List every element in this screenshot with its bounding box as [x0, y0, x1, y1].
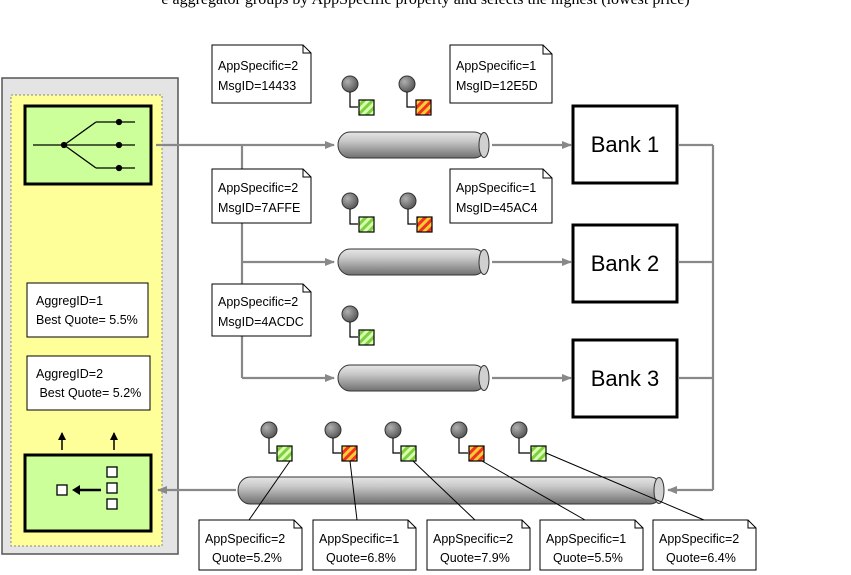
request-note-1-msgid: MsgID=14433	[218, 79, 296, 93]
request-note-2-msgid: MsgID=12E5D	[456, 79, 538, 93]
request-message-4	[399, 192, 433, 233]
request-note-2: AppSpecific=1 MsgID=12E5D	[449, 44, 553, 104]
reply-note-5-quote: Quote=6.4%	[666, 551, 736, 565]
reply-note-3-property: AppSpecific=2	[433, 532, 513, 546]
request-note-5-property: AppSpecific=2	[218, 295, 298, 309]
reply-note-1-property: AppSpecific=2	[205, 532, 285, 546]
reply-message-2	[324, 421, 358, 521]
aggregate-2-quote: Best Quote= 5.2%	[36, 386, 141, 400]
request-channel-1	[337, 131, 490, 159]
reply-note-4-quote: Quote=5.5%	[553, 551, 623, 565]
request-message-3	[341, 192, 375, 233]
bank-2: Bank 2	[571, 223, 679, 304]
reply-note-2-property: AppSpecific=1	[319, 532, 399, 546]
bank-2-label: Bank 2	[591, 251, 660, 276]
aggregate-1-id: AggregID=1	[36, 294, 103, 308]
reply-message-1	[248, 421, 293, 521]
request-note-3: AppSpecific=2 MsgID=7AFFE	[211, 168, 312, 224]
request-note-5-msgid: MsgID=4ACDC	[218, 315, 304, 329]
aggregate-1-quote: Best Quote= 5.5%	[36, 313, 138, 327]
request-channel-3	[337, 364, 490, 392]
reply-note-5-property: AppSpecific=2	[659, 532, 739, 546]
reply-note-1: AppSpecific=2 Quote=5.2%	[198, 519, 303, 571]
aggregate-result-1: AggregID=1 Best Quote= 5.5%	[26, 282, 149, 338]
reply-message-3	[384, 421, 476, 521]
request-note-3-msgid: MsgID=7AFFE	[218, 201, 300, 215]
recipient-list-component	[23, 104, 153, 186]
request-note-1: AppSpecific=2 MsgID=14433	[211, 44, 312, 104]
reply-note-4: AppSpecific=1 Quote=5.5%	[539, 519, 644, 571]
request-note-4-property: AppSpecific=1	[456, 181, 536, 195]
aggregate-icon	[56, 466, 118, 510]
bank-1-label: Bank 1	[591, 132, 660, 157]
aggregator-component	[23, 453, 153, 533]
request-message-1	[341, 75, 375, 116]
reply-note-3-quote: Quote=7.9%	[440, 551, 510, 565]
reply-message-4	[450, 421, 586, 521]
request-channel-2	[337, 248, 490, 276]
reply-note-4-property: AppSpecific=1	[546, 532, 626, 546]
up-arrows	[58, 432, 118, 450]
cropped-caption: e aggregator groups by AppSpecific prope…	[0, 0, 851, 9]
reply-note-3: AppSpecific=2 Quote=7.9%	[426, 519, 531, 571]
aggregate-result-2: AggregID=2 Best Quote= 5.2%	[26, 355, 151, 411]
request-note-1-property: AppSpecific=2	[218, 59, 298, 73]
bank-3: Bank 3	[571, 338, 679, 419]
fan-out-icon	[33, 118, 135, 172]
request-note-2-property: AppSpecific=1	[456, 59, 536, 73]
reply-note-1-quote: Quote=5.2%	[212, 551, 282, 565]
aggregate-2-id: AggregID=2	[36, 367, 103, 381]
request-message-5	[341, 305, 375, 346]
request-note-4-msgid: MsgID=45AC4	[456, 201, 538, 215]
bank-1: Bank 1	[571, 104, 679, 185]
request-note-5: AppSpecific=2 MsgID=4ACDC	[211, 283, 312, 337]
reply-message-5	[510, 421, 705, 521]
request-note-3-property: AppSpecific=2	[218, 181, 298, 195]
reply-note-2: AppSpecific=1 Quote=6.8%	[312, 519, 417, 571]
reply-note-5: AppSpecific=2 Quote=6.4%	[652, 519, 757, 571]
reply-channel	[237, 476, 665, 505]
request-note-4: AppSpecific=1 MsgID=45AC4	[449, 168, 553, 224]
reply-note-2-quote: Quote=6.8%	[326, 551, 396, 565]
bank-3-label: Bank 3	[591, 366, 660, 391]
request-message-2	[398, 75, 432, 116]
